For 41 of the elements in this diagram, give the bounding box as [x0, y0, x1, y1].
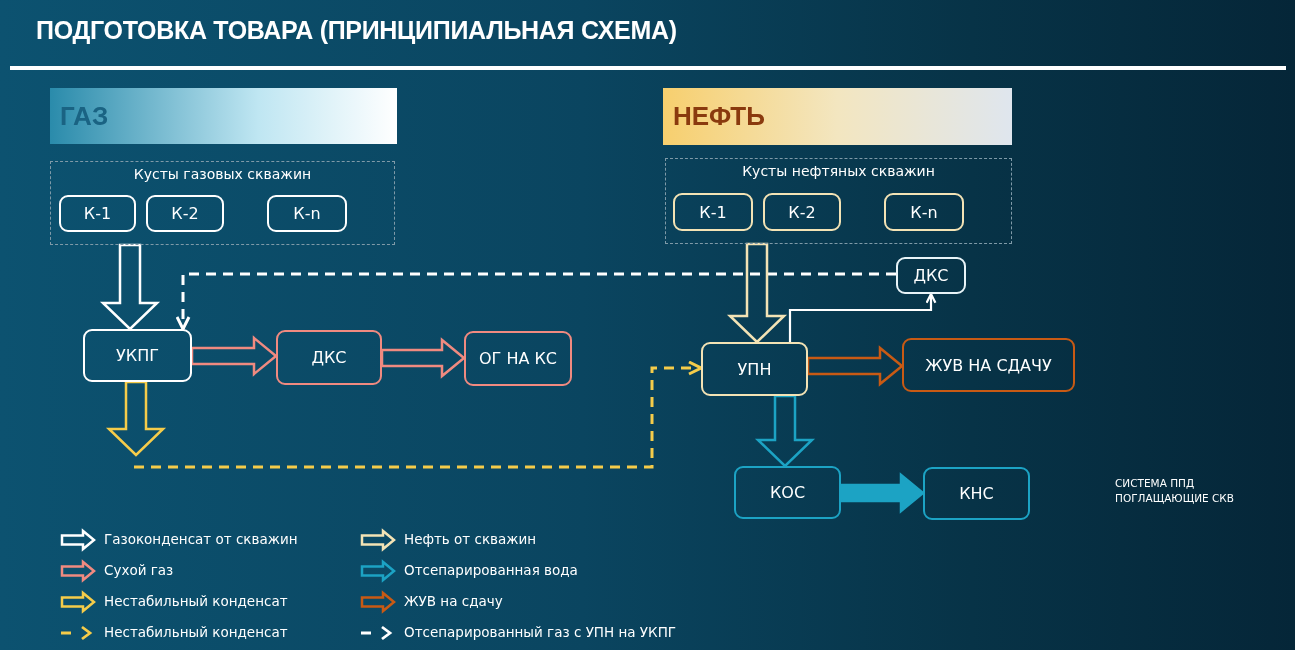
process-box: К-2 [146, 195, 224, 232]
section-header-band: НЕФТЬ [663, 88, 1012, 145]
block-arrow [839, 472, 925, 514]
group-heading: Кусты нефтяных скважин [741, 163, 936, 179]
diagram-title: ПОДГОТОВКА ТОВАРА (ПРИНЦИПИАЛЬНАЯ СХЕМА) [36, 16, 677, 45]
process-box: К-2 [763, 193, 841, 231]
process-box: КНС [923, 467, 1030, 520]
process-box: УКПГ [83, 329, 192, 382]
legend-text: Сухой газ [104, 562, 174, 578]
dashed-arrow [175, 272, 896, 331]
process-box: УПН [701, 342, 808, 396]
process-box: К-1 [59, 195, 136, 232]
dashed-group-box [50, 161, 395, 245]
legend-text: Нефть от скважин [404, 531, 537, 547]
legend-text: Отсепарированная вода [404, 562, 578, 578]
process-box: ДКС [896, 257, 966, 294]
legend-text: Нестабильный конденсат [104, 624, 288, 640]
dashed-arrow [134, 360, 703, 469]
group-heading: Кусты газовых скважин [132, 166, 313, 182]
legend-text: Нестабильный конденсат [104, 593, 288, 609]
process-box: ДКС [276, 330, 382, 385]
process-box: ЖУВ НА СДАЧУ [902, 338, 1075, 392]
legend-text: Отсепарированный газ с УПН на УКПГ [404, 624, 677, 640]
dashed-group-box [665, 158, 1012, 244]
process-box: ОГ НА КС [464, 331, 572, 386]
arrow [788, 292, 937, 342]
block-arrow [754, 394, 816, 468]
note-text: СИСТЕМА ППД ПОГЛАЩАЮЩИЕ СКВ [1115, 476, 1235, 506]
process-box: К-1 [673, 193, 753, 231]
block-arrow [806, 345, 904, 387]
legend-text: ЖУВ на сдачу [404, 593, 503, 609]
section-header-band: ГАЗ [50, 88, 397, 144]
process-box: КОС [734, 466, 841, 519]
block-arrow [105, 380, 167, 457]
block-arrow [99, 243, 161, 331]
block-arrow [380, 337, 466, 379]
process-box: К-n [884, 193, 964, 231]
block-arrow [726, 242, 788, 344]
legend-text: Газоконденсат от скважин [104, 531, 298, 547]
process-box: К-n [267, 195, 347, 232]
block-arrow [190, 335, 278, 377]
